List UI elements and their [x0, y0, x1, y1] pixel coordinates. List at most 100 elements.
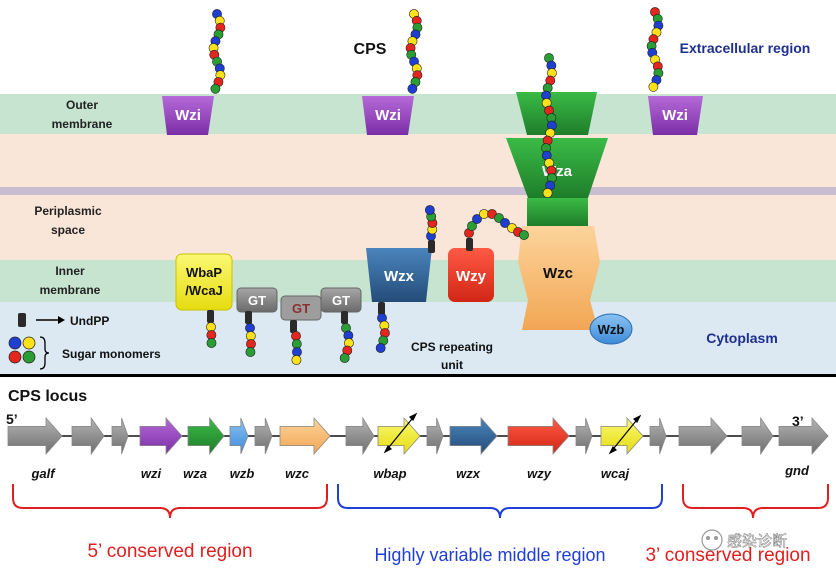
gt-label-1: GT [248, 293, 266, 308]
sugar-chains [206, 7, 664, 365]
gene-arrow [229, 417, 249, 455]
gene-arrow [139, 416, 183, 456]
gene-arrow [449, 416, 498, 456]
gene-label-wzx: wzx [456, 466, 481, 481]
sugar-bead [519, 230, 529, 240]
sugar-bead [291, 355, 302, 365]
outer-membrane-label-1: Outer [66, 98, 98, 112]
periplasmic-label-2: space [51, 223, 85, 237]
gene-arrow [426, 417, 444, 455]
panel-divider [0, 374, 836, 377]
wzb-label: Wzb [598, 322, 625, 337]
gene-label-wbap: wbap [373, 466, 406, 481]
wzi-label-2: Wzi [375, 107, 401, 124]
five-prime-label: 5’ [6, 411, 18, 427]
gene-arrow [7, 416, 63, 456]
undpp-legend-icon [18, 313, 26, 327]
gene-label-wzc: wzc [285, 466, 310, 481]
wzi-protein-3: Wzi [648, 96, 703, 135]
peptidoglycan-line [0, 187, 836, 195]
cps-locus-title: CPS locus [8, 388, 87, 405]
sugar-bead [648, 81, 659, 92]
gene-label-wzb: wzb [230, 466, 255, 481]
sugar-bead [245, 347, 256, 357]
wzi-label-3: Wzi [662, 107, 688, 124]
wzb-protein: Wzb [589, 313, 633, 345]
cps-label: CPS [354, 41, 387, 58]
wzi-protein-2: Wzi [362, 96, 414, 135]
wzc-protein: Wzc [518, 226, 600, 330]
gene-arrow [649, 417, 667, 455]
wzy-protein: Wzy [448, 248, 494, 302]
insertion-arrow-wcaj [608, 414, 642, 455]
gene-arrow [254, 417, 273, 455]
gene-label-wza: wza [183, 466, 207, 481]
gt-label-2: GT [292, 301, 310, 316]
wzi-protein-1: Wzi [162, 96, 214, 135]
periplasmic-label-1: Periplasmic [34, 204, 102, 218]
sugar-bead [375, 343, 386, 353]
region-3-label: 3’ conserved region [645, 545, 810, 566]
cytoplasm-label: Cytoplasm [706, 330, 778, 346]
repeat-unit-label-1: CPS repeating [411, 340, 493, 354]
gene-arrow [600, 416, 644, 456]
three-prime-label: 3’ [792, 413, 804, 429]
sugar-bead [467, 221, 477, 231]
outer-membrane-label-2: membrane [52, 117, 113, 131]
sugar-bead [424, 205, 435, 215]
undpp-legend-label: UndPP [70, 314, 109, 328]
gene-arrow [279, 416, 331, 456]
gene-arrow [377, 416, 421, 456]
sugar-bead [472, 214, 482, 224]
periplasm-band-upper [0, 134, 836, 188]
inner-membrane-label-2: membrane [40, 283, 101, 297]
region-5-label: 5’ conserved region [87, 541, 252, 562]
repeat-unit-label-2: unit [441, 358, 463, 372]
wzy-label: Wzy [456, 268, 487, 285]
bracket-5-conserved [12, 484, 328, 519]
gene-arrow [507, 416, 570, 456]
wza-protein: Wza [506, 92, 608, 226]
sugar-legend-label: Sugar monomers [62, 347, 161, 361]
gene-label-gnd: gnd [784, 463, 810, 478]
sugar-bead [500, 218, 510, 228]
sugar-bead [407, 83, 418, 94]
gene-arrow [345, 416, 375, 456]
outer-membrane-band [0, 94, 836, 134]
wbap-wcaj-protein: WbaP /WcaJ [175, 253, 233, 311]
extracellular-label: Extracellular region [680, 40, 811, 56]
gt-protein-1: GT [236, 287, 278, 313]
region-middle-label: Highly variable middle region [374, 545, 605, 565]
gene-label-wzi: wzi [141, 466, 162, 481]
gene-arrow [187, 416, 225, 456]
sugar-bead [206, 338, 217, 348]
gene-label-galf: galf [30, 466, 56, 481]
cytoplasm-band [0, 302, 836, 374]
inner-membrane-label-1: Inner [55, 264, 85, 278]
gene-arrow [778, 416, 829, 456]
bracket-3-conserved [682, 484, 829, 519]
gene-arrow [575, 417, 593, 455]
gt-label-3: GT [332, 293, 350, 308]
legend: UndPP Sugar monomers [8, 313, 161, 370]
watermark: 感染诊断 [701, 529, 787, 551]
wbap-label-2: /WcaJ [185, 283, 223, 298]
bracket-middle-variable [337, 484, 663, 519]
wzi-label-1: Wzi [175, 107, 201, 124]
watermark-text: 感染诊断 [727, 533, 787, 550]
wzc-label: Wzc [543, 265, 573, 282]
wzx-protein: Wzx [366, 248, 432, 302]
wbap-label-1: WbaP [186, 265, 222, 280]
sugar-legend-icon [8, 336, 36, 364]
gene-arrow [678, 416, 728, 456]
gene-arrow [111, 417, 129, 455]
insertion-arrow-wbap [383, 412, 418, 454]
gene-arrow [741, 416, 774, 456]
gene-label-wcaj: wcaj [601, 466, 630, 481]
gt-protein-2: GT [280, 295, 322, 321]
gene-arrows [7, 416, 829, 456]
sugar-bead [542, 188, 553, 198]
undpp-anchors [207, 238, 473, 333]
gene-label-wzy: wzy [527, 466, 552, 481]
